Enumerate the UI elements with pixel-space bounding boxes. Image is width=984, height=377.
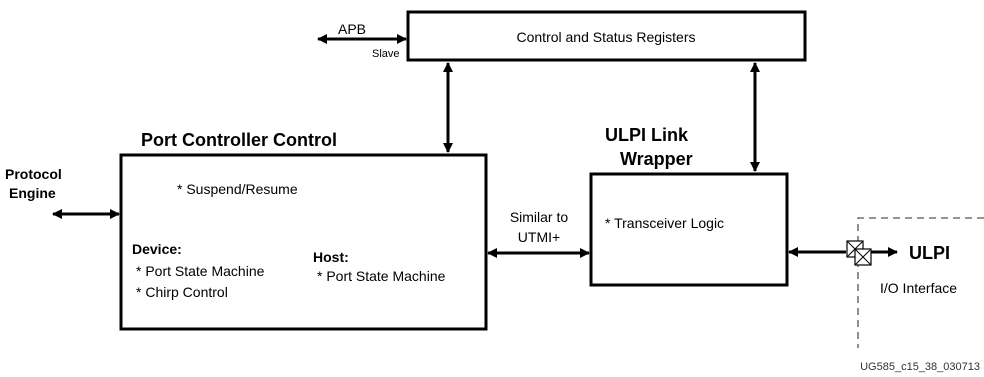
host-item: * Port State Machine	[317, 268, 446, 284]
device-heading: Device:	[132, 241, 182, 257]
transceiver-logic-text: * Transceiver Logic	[605, 215, 724, 231]
protocol-engine-label: Engine	[9, 185, 56, 201]
csr-box	[406, 10, 807, 62]
io-pad-icon	[846, 240, 872, 266]
ulpi-wrapper-title: ULPI Link	[605, 125, 689, 145]
apb-slave-label: Slave	[372, 48, 400, 60]
port-controller-box	[119, 153, 488, 331]
protocol-engine-label: Protocol	[5, 166, 62, 182]
figure-id: UG585_c15_38_030713	[860, 361, 980, 373]
ulpi-wrapper-title: Wrapper	[620, 149, 693, 169]
suspend-resume-text: * Suspend/Resume	[177, 181, 298, 197]
io-interface-label: I/O Interface	[880, 280, 957, 296]
utmi-label: Similar to	[510, 209, 569, 225]
device-item: * Port State Machine	[136, 263, 265, 279]
host-heading: Host:	[313, 249, 349, 265]
ulpi-wrapper-box	[589, 172, 789, 287]
device-item: * Chirp Control	[136, 284, 228, 300]
ulpi-label: ULPI	[909, 243, 950, 263]
utmi-label: UTMI+	[518, 229, 560, 245]
io-interface-boundary	[857, 217, 984, 348]
port-controller-title: Port Controller Control	[141, 130, 337, 150]
apb-label: APB	[338, 21, 366, 37]
csr-label: Control and Status Registers	[517, 29, 696, 45]
